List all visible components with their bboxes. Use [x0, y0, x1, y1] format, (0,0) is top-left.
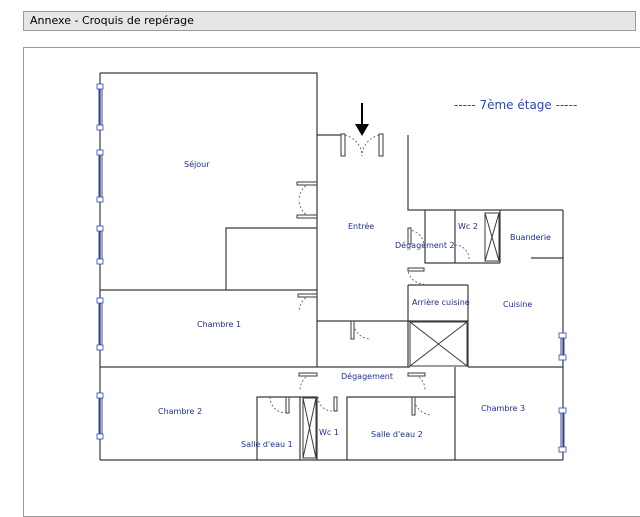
shafts	[302, 212, 500, 459]
room-label-salle-eau-1: Salle d'eau 1	[241, 440, 293, 449]
room-label-chambre-1: Chambre 1	[197, 320, 241, 329]
door-swings	[269, 134, 470, 416]
room-label-chambre-3: Chambre 3	[481, 404, 525, 413]
room-label-chambre-2: Chambre 2	[158, 407, 202, 416]
room-label-arriere-cuisine: Arrière cuisine	[412, 297, 470, 307]
door-leaves	[285, 133, 426, 416]
floor-label: ----- 7ème étage -----	[454, 98, 577, 112]
walls	[99, 72, 564, 461]
room-label-cuisine: Cuisine	[503, 300, 532, 309]
room-label-wc-1: Wc 1	[319, 428, 339, 437]
room-label-sejour: Séjour	[184, 159, 210, 169]
room-label-buanderie: Buanderie	[510, 233, 551, 242]
entrance-arrow-icon	[355, 103, 369, 136]
room-label-degagement-2: Dégagement 2	[395, 240, 455, 250]
section-header: Annexe - Croquis de repérage	[23, 11, 636, 31]
plan-frame	[23, 47, 640, 517]
window-frames	[96, 83, 567, 453]
room-label-degagement: Dégagement	[341, 371, 393, 381]
windows	[98, 86, 565, 450]
room-label-wc-2: Wc 2	[458, 222, 478, 231]
section-title: Annexe - Croquis de repérage	[30, 14, 194, 27]
room-label-entree: Entrée	[348, 221, 374, 231]
room-label-salle-eau-2: Salle d'eau 2	[371, 430, 423, 439]
